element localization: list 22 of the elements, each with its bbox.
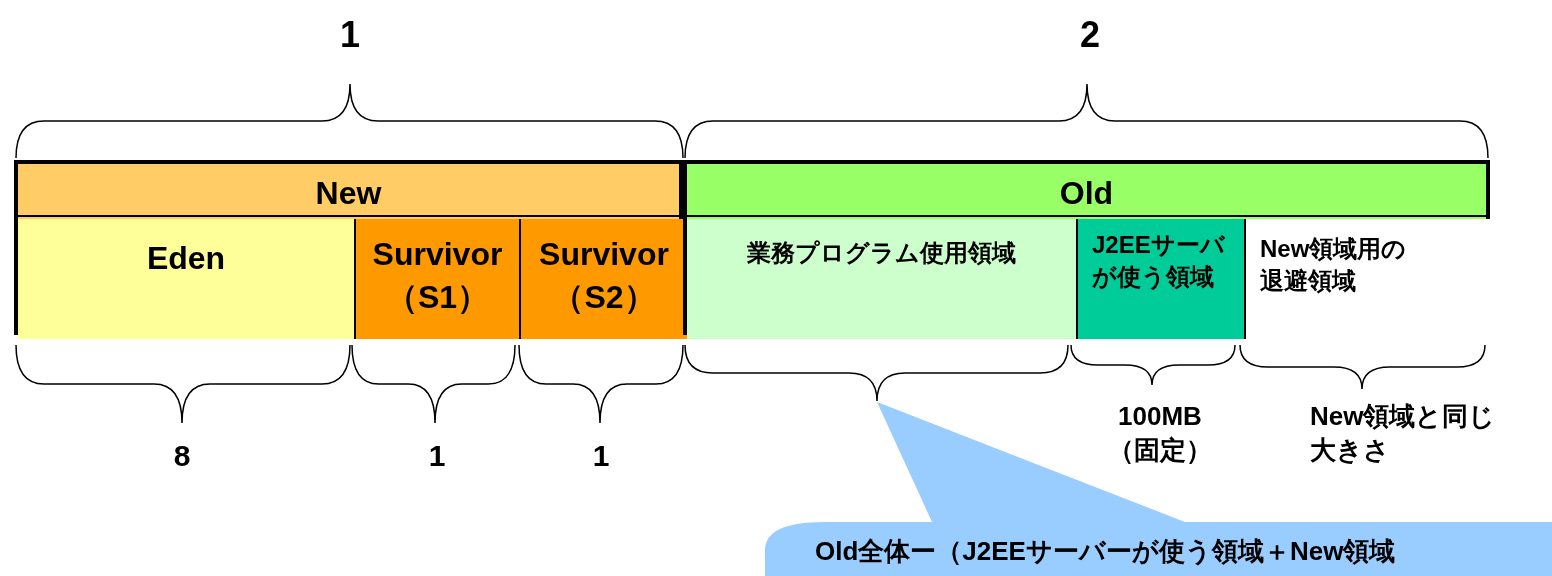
memory-region xyxy=(18,219,354,339)
ratio-number: 1 xyxy=(340,13,360,57)
ratio-number: 8 xyxy=(173,438,191,474)
region-label: J2EEサーバが使う領域 xyxy=(1092,230,1226,293)
region-label: Survivor （S1） xyxy=(371,235,504,318)
region-label: New領域用の退避領域 xyxy=(1260,234,1408,297)
region-label: Survivor （S2） xyxy=(538,235,670,318)
ratio-number: 1 xyxy=(428,438,446,474)
memory-region xyxy=(354,219,519,339)
ratio-number: 1 xyxy=(592,438,610,474)
callout-text: Old全体ー（J2EEサーバーが使う領域＋New領域 xyxy=(815,535,1396,568)
region-heading: New xyxy=(314,174,383,213)
region-heading: Old xyxy=(1058,174,1115,213)
ratio-number: 2 xyxy=(1080,13,1100,57)
region-label: Eden xyxy=(145,239,227,278)
memory-region xyxy=(687,219,1076,339)
region-label: 業務プログラム使用領域 xyxy=(746,238,1017,268)
memory-region xyxy=(519,219,687,339)
size-note: 100MB （固定） xyxy=(1107,400,1213,467)
callout-bubble xyxy=(765,400,1552,576)
size-note: New領域と同じ大きさ xyxy=(1310,400,1497,467)
memory-region xyxy=(1076,219,1244,339)
